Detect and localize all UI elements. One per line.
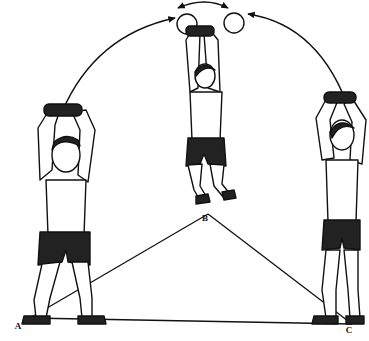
- shirt: [46, 180, 86, 235]
- leg: [72, 262, 92, 318]
- shoe: [22, 316, 50, 324]
- player-letter: B: [202, 214, 208, 223]
- shoe: [222, 190, 236, 200]
- ball-path: [178, 2, 228, 8]
- shoe: [346, 316, 364, 324]
- shirt: [190, 92, 222, 140]
- hands: [324, 92, 356, 103]
- shorts: [322, 220, 360, 250]
- player-c: [312, 92, 366, 324]
- shirt: [326, 160, 358, 222]
- shoe: [78, 316, 106, 324]
- hair: [195, 65, 215, 76]
- ball-path: [62, 18, 175, 112]
- ball: [224, 13, 244, 33]
- head: [195, 64, 215, 88]
- hands: [44, 104, 82, 116]
- head: [330, 120, 354, 150]
- shoe: [196, 194, 210, 204]
- shorts: [38, 232, 90, 265]
- leg: [34, 262, 60, 318]
- hair: [52, 136, 80, 150]
- player-letter: A: [15, 322, 22, 331]
- leg: [322, 250, 340, 318]
- player-letter: C: [346, 326, 353, 335]
- shorts: [186, 138, 226, 166]
- player-b: [186, 26, 236, 204]
- hands: [186, 26, 214, 36]
- hair: [330, 123, 354, 138]
- player-a: [22, 104, 106, 324]
- shoe: [312, 316, 338, 324]
- leg: [344, 250, 360, 318]
